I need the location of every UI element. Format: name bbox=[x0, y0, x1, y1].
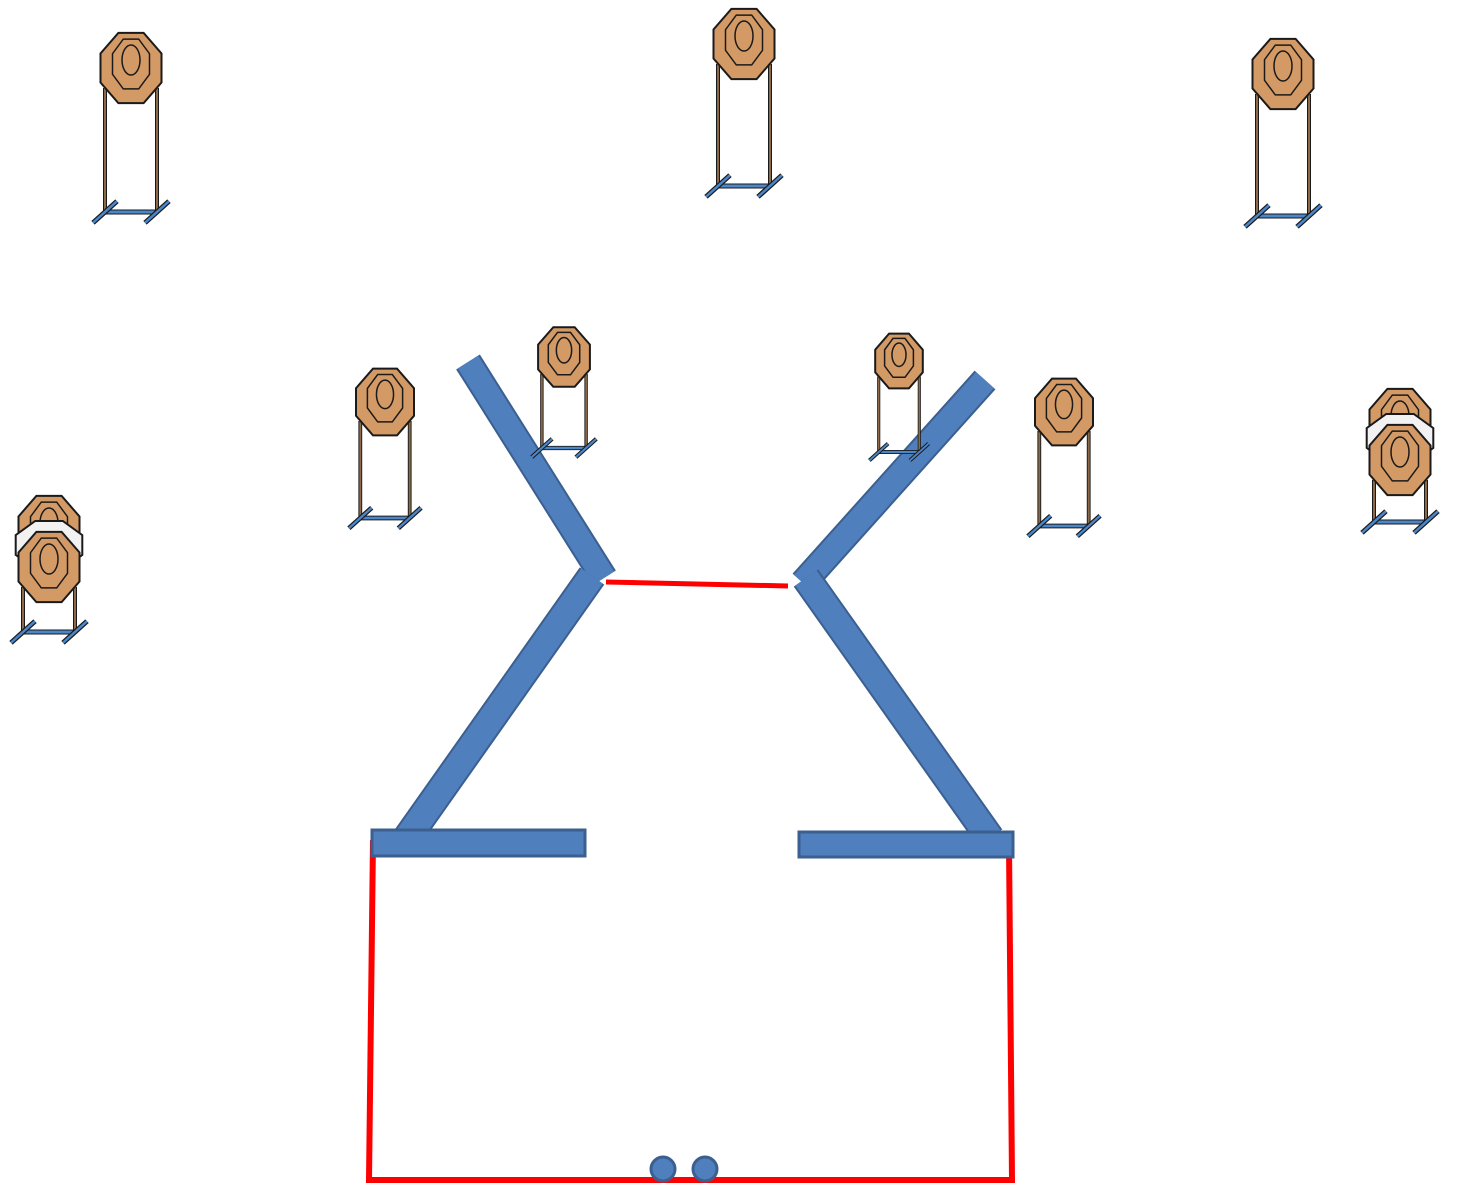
paper-target bbox=[9, 494, 89, 645]
barrier-lower-right bbox=[795, 570, 1001, 846]
barrier-lower-left bbox=[389, 568, 603, 856]
octagon-target-icon bbox=[1251, 37, 1315, 111]
barrier-upper-right bbox=[794, 371, 994, 592]
octagon-target-icon-zone-c bbox=[724, 14, 764, 66]
stand-foot-inner bbox=[1244, 204, 1270, 228]
octagon-target-icon-zone-c bbox=[111, 38, 151, 90]
paper-target bbox=[530, 326, 598, 459]
octagon-target-icon-zone-c bbox=[883, 337, 915, 379]
stand-foot-inner bbox=[1361, 510, 1387, 534]
paper-target bbox=[347, 367, 423, 531]
octagon-target-icon-zone-c bbox=[547, 331, 581, 376]
barrier-bottom-right bbox=[797, 830, 1015, 859]
octagon-target-icon-zone-a bbox=[891, 342, 907, 368]
stand-foot-inner bbox=[530, 438, 553, 458]
paper-target bbox=[868, 332, 930, 462]
octagon-target-icon-zone-c bbox=[366, 373, 404, 423]
octagon-target-icon bbox=[712, 7, 776, 81]
octagon-target-icon bbox=[1034, 377, 1094, 447]
octagon-target-icon-zone-a bbox=[555, 336, 573, 364]
octagon-target-icon-zone-a bbox=[1273, 50, 1293, 82]
fault-line-gap bbox=[605, 579, 789, 589]
circle-marker-icon bbox=[691, 1155, 719, 1183]
octagon-target-icon bbox=[537, 326, 591, 388]
octagon-target-icon bbox=[17, 530, 81, 604]
stand-foot-inner bbox=[62, 620, 88, 644]
paper-target bbox=[704, 7, 784, 199]
stand-foot-inner bbox=[348, 506, 373, 530]
circle-marker-icon bbox=[649, 1155, 677, 1183]
paper-target bbox=[1243, 37, 1323, 229]
stand-foot-inner bbox=[757, 174, 783, 198]
octagon-target-icon-zone-a bbox=[375, 379, 395, 410]
stand-foot-inner bbox=[575, 438, 598, 458]
stand-foot-inner bbox=[397, 506, 422, 530]
stand-foot-inner bbox=[1027, 514, 1052, 538]
octagon-target-icon bbox=[874, 332, 924, 390]
paper-target bbox=[1026, 377, 1102, 539]
targets bbox=[9, 7, 1440, 645]
octagon-target-icon-zone-c bbox=[29, 537, 69, 589]
octagon-target-icon-zone-a bbox=[734, 20, 754, 52]
stand-foot-inner bbox=[1413, 510, 1439, 534]
octagon-target-icon-zone-c bbox=[1380, 430, 1420, 482]
octagon-target-icon bbox=[355, 367, 415, 437]
paper-target bbox=[1360, 387, 1440, 535]
octagon-target-icon bbox=[99, 31, 163, 105]
octagon-target-icon-zone-c bbox=[1045, 383, 1083, 433]
paper-target bbox=[91, 31, 171, 225]
fault-line-box bbox=[365, 839, 1016, 1183]
stand-foot-inner bbox=[868, 442, 889, 462]
octagon-target-icon-zone-a bbox=[121, 44, 141, 76]
octagon-target-icon-zone-a bbox=[39, 543, 59, 575]
fault-lines bbox=[365, 579, 1016, 1183]
octagon-target-icon-zone-c bbox=[1263, 44, 1303, 96]
barriers bbox=[370, 354, 1015, 859]
octagon-target-icon bbox=[1368, 423, 1432, 497]
stand-foot-inner bbox=[10, 620, 36, 644]
stand-foot-inner bbox=[1076, 514, 1101, 538]
barrier-bottom-left bbox=[370, 828, 587, 858]
barrier-upper-left bbox=[457, 355, 615, 585]
stand-foot-inner bbox=[92, 200, 118, 224]
octagon-target-icon-zone-a bbox=[1054, 389, 1074, 420]
stand-foot-inner bbox=[705, 174, 731, 198]
stand-foot-inner bbox=[144, 200, 170, 224]
stand-foot-inner bbox=[909, 442, 930, 462]
start-markers bbox=[649, 1155, 719, 1183]
octagon-target-icon-zone-a bbox=[1390, 436, 1410, 468]
stand-foot-inner bbox=[1296, 204, 1322, 228]
